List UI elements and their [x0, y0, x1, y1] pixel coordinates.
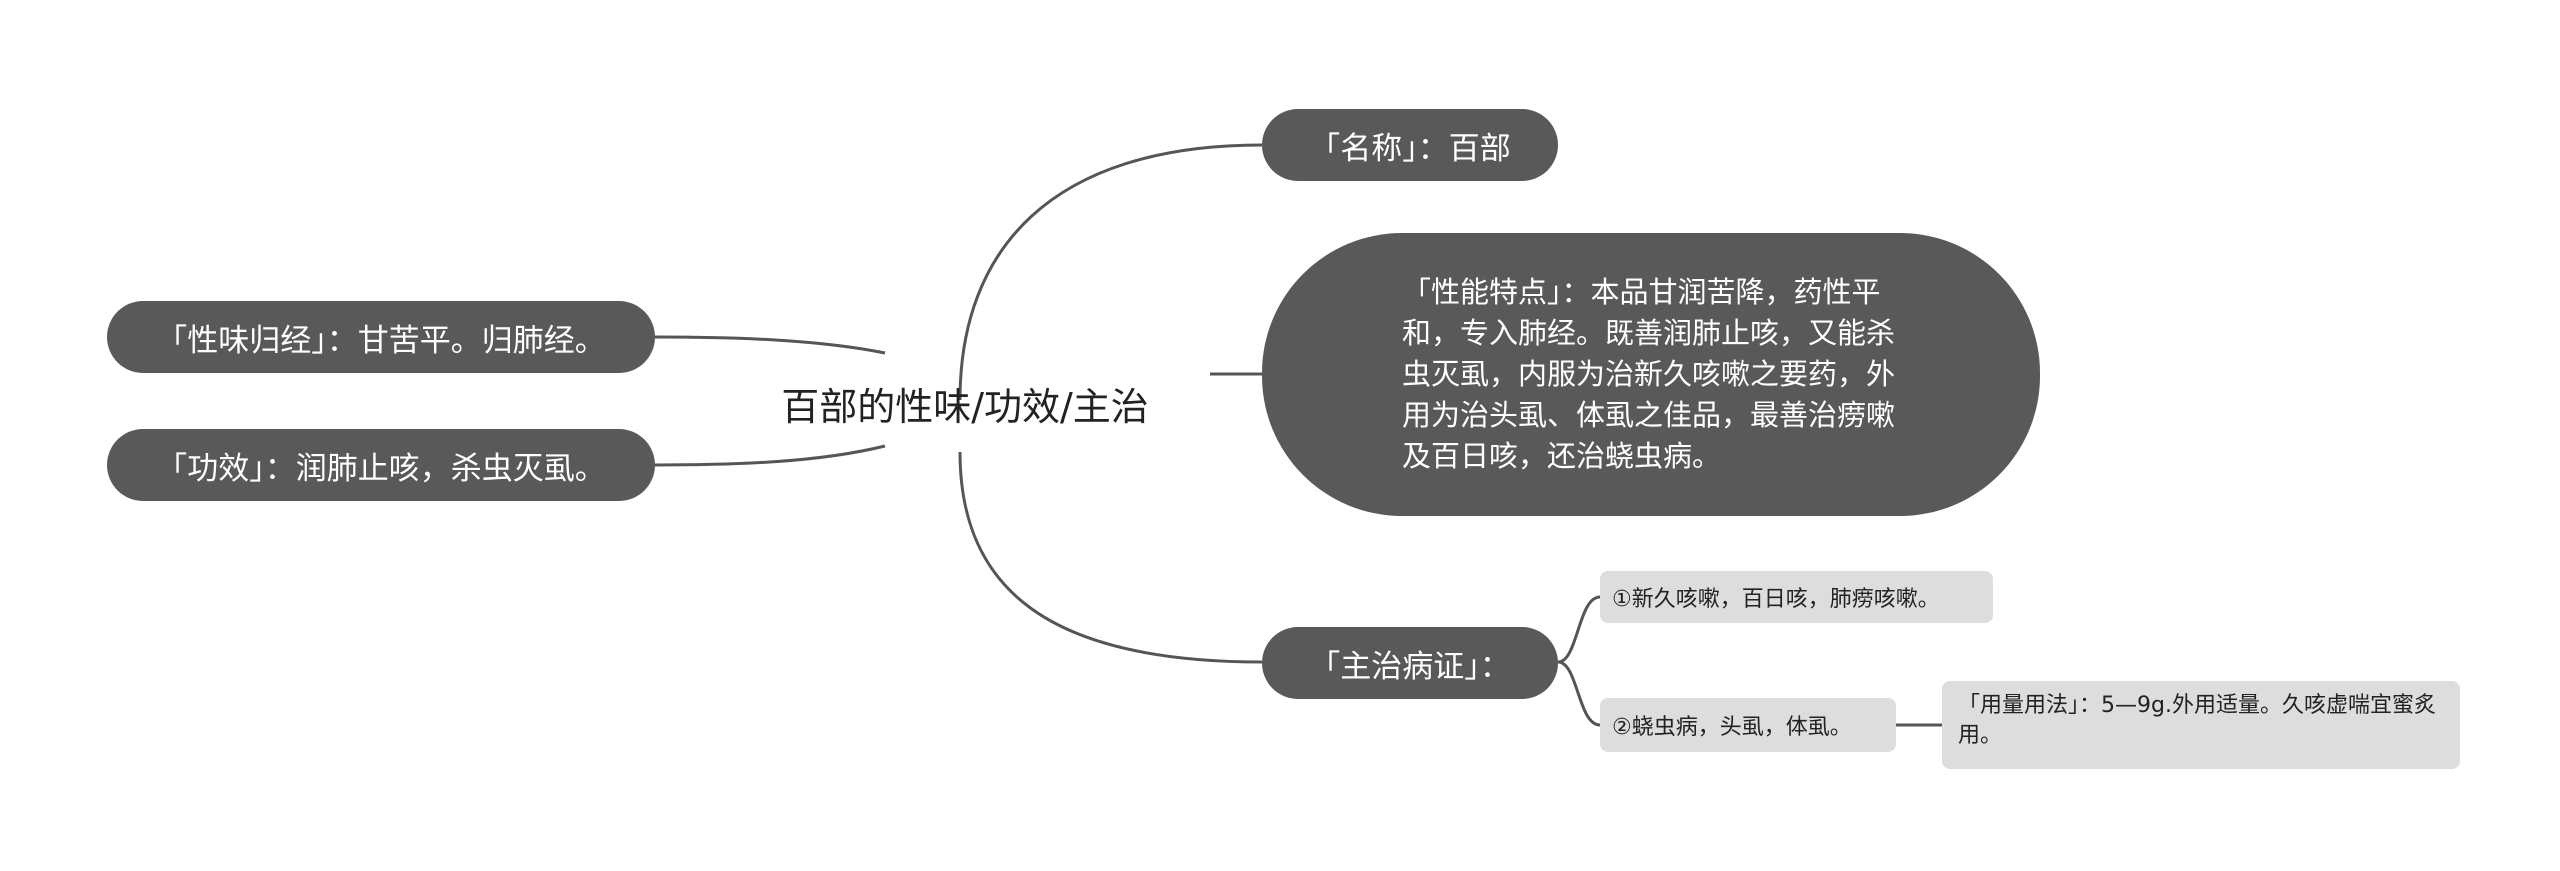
- usage-note[interactable]: 「用量用法」：5—9g.外用适量。久咳虚喘宜蜜炙用。: [1942, 681, 2460, 769]
- link-root-name: [958, 143, 1263, 401]
- indication-item-1[interactable]: ①新久咳嗽，百日咳，肺痨咳嗽。: [1600, 571, 1993, 623]
- branch-flavor-meridian[interactable]: 「性味归经」：甘苦平。归肺经。: [107, 301, 655, 373]
- link-indications-item2: [1557, 660, 1601, 727]
- branch-characteristics[interactable]: 「性能特点」：本品甘润苦降，药性平和，专入肺经。既善润肺止咳，又能杀虫灭虱，内服…: [1262, 233, 2040, 516]
- root-topic[interactable]: 百部的性味/功效/主治: [781, 384, 1149, 429]
- link-root-efficacy: [654, 444, 886, 467]
- link-indications-item1: [1557, 595, 1601, 664]
- link-root-flavor: [654, 335, 886, 355]
- branch-name[interactable]: 「名称」：百部: [1262, 109, 1558, 181]
- branch-indications[interactable]: 「主治病证」：: [1262, 627, 1558, 699]
- branch-efficacy[interactable]: 「功效」：润肺止咳，杀虫灭虱。: [107, 429, 655, 501]
- characteristics-text: 「性能特点」：本品甘润苦降，药性平和，专入肺经。既善润肺止咳，又能杀虫灭虱，内服…: [1402, 275, 1896, 473]
- link-root-indications: [958, 451, 1263, 664]
- indication-item-2[interactable]: ②蛲虫病，头虱，体虱。: [1600, 698, 1896, 752]
